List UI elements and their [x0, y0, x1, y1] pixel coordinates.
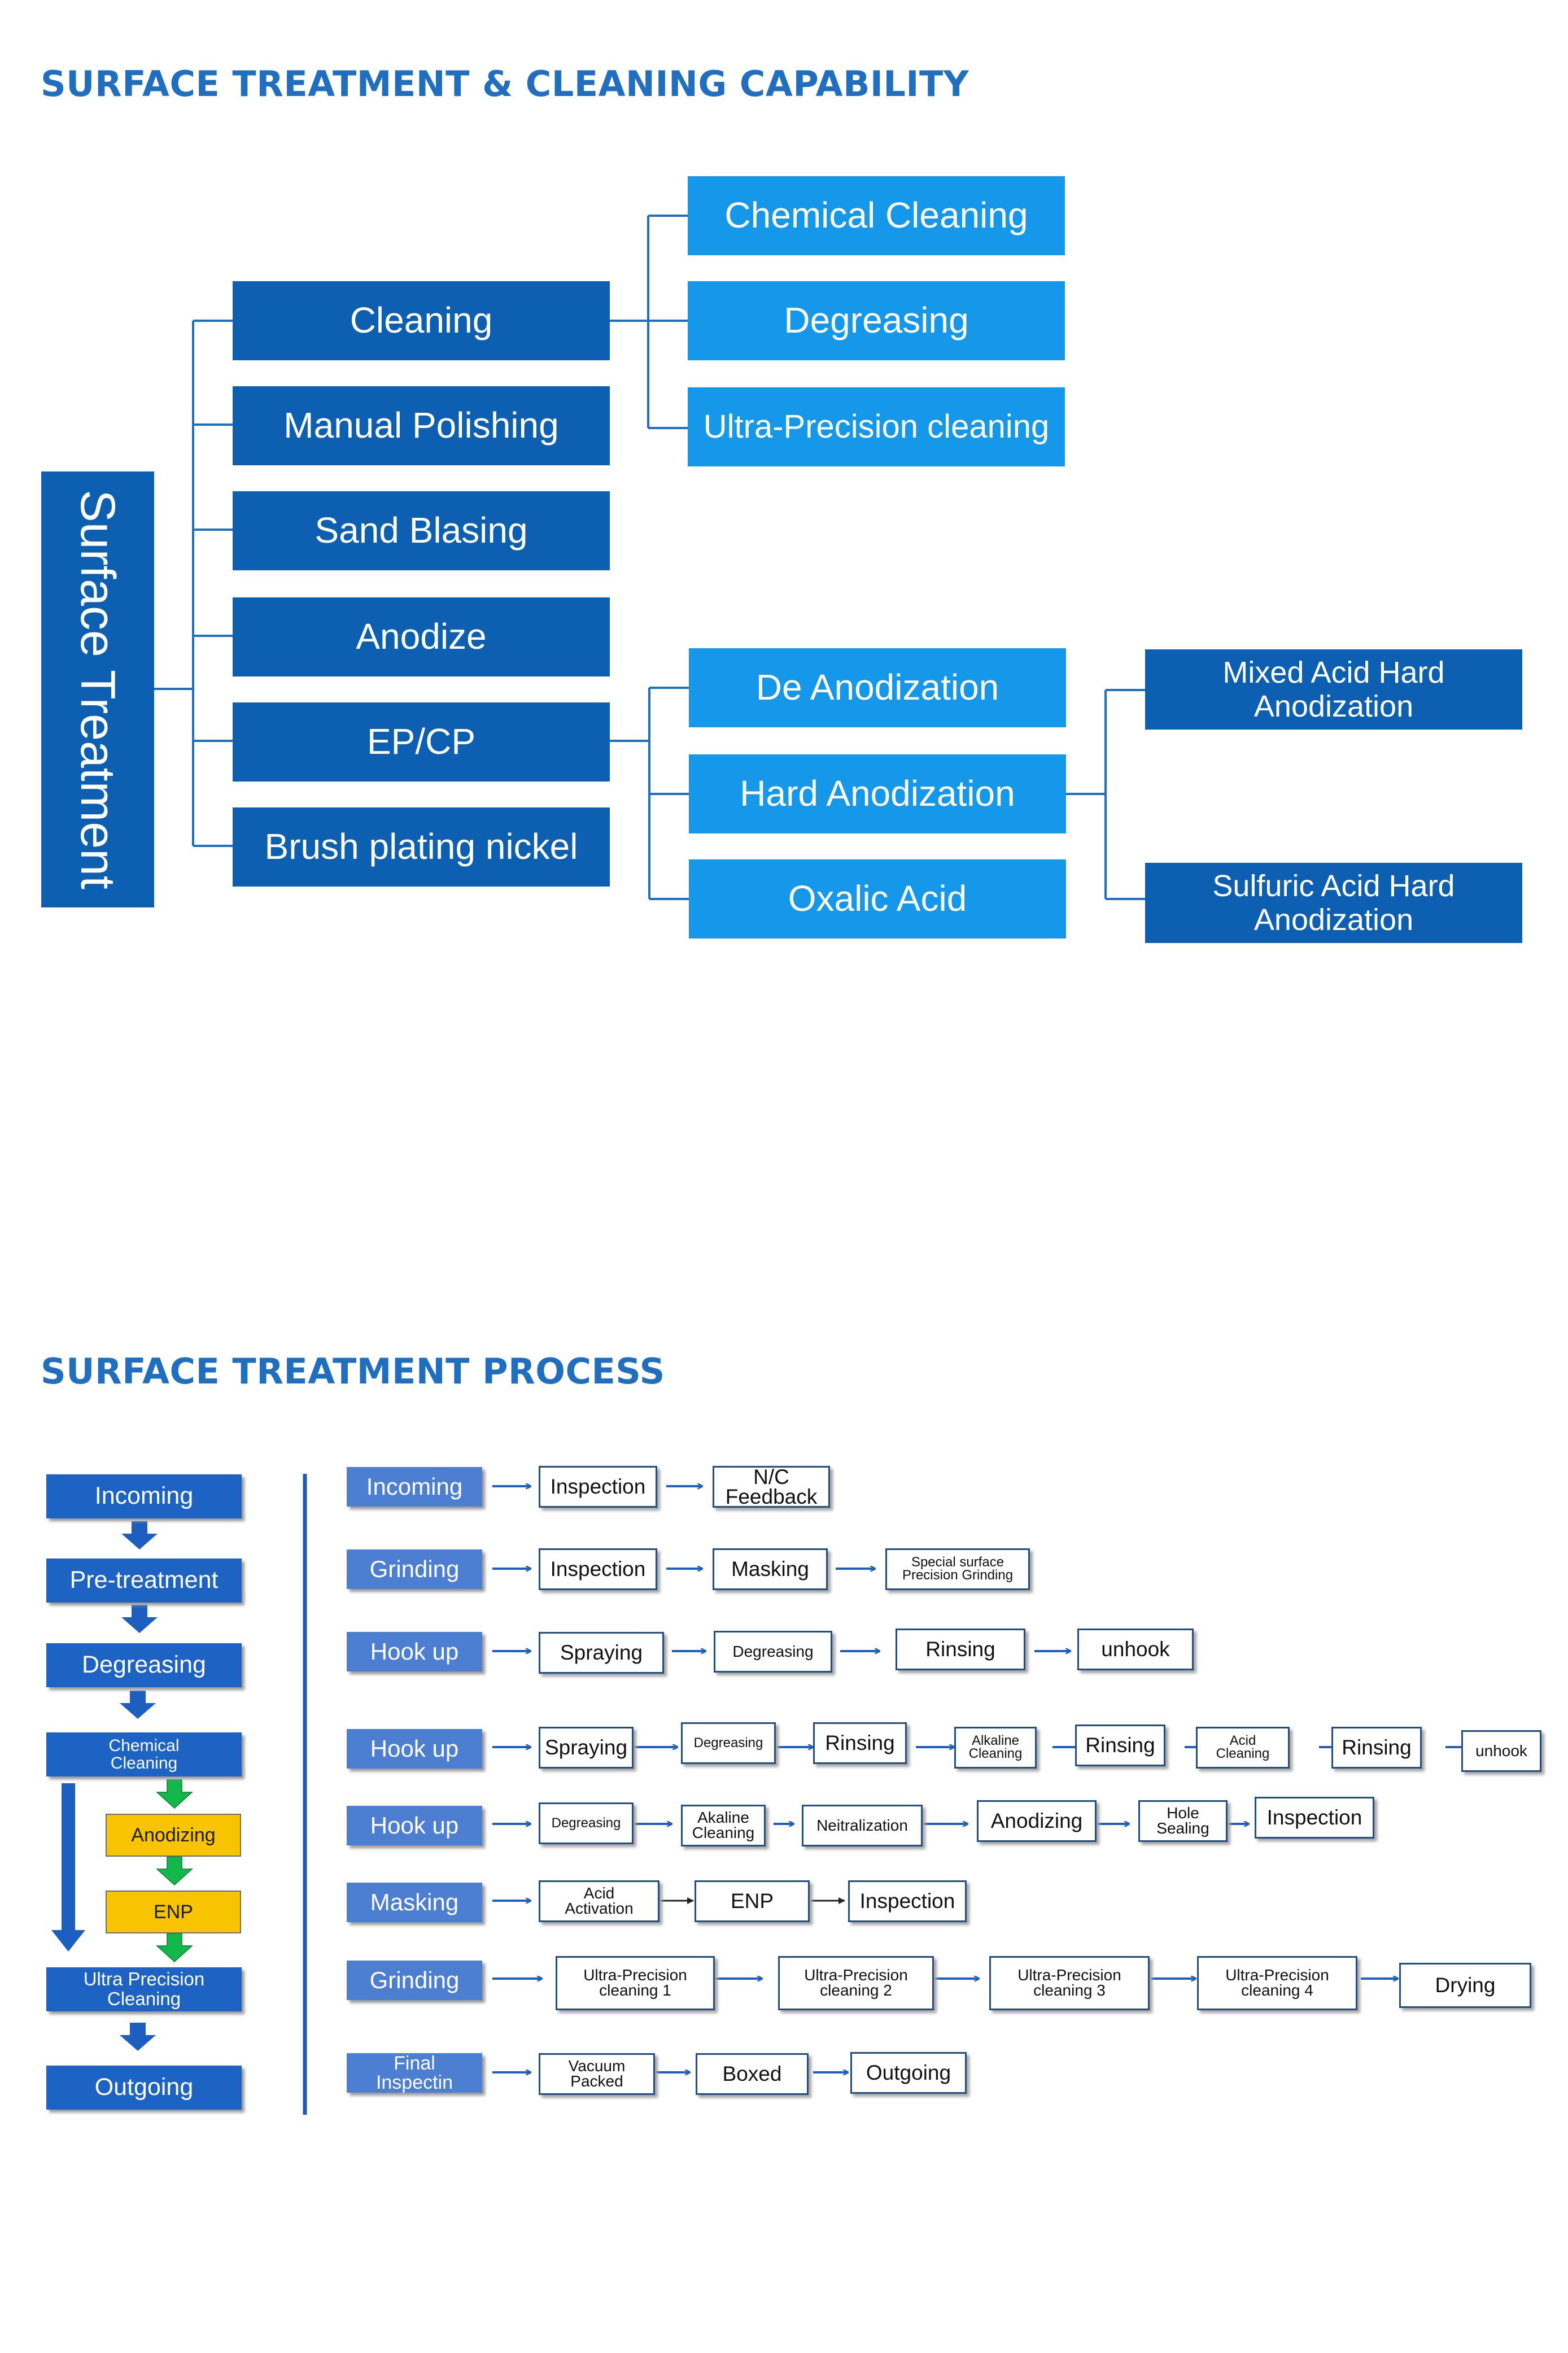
process-step-box: Inspection — [848, 1880, 967, 1922]
overview-step-ultra-precision-cleaning: Ultra Precision Cleaning — [46, 1967, 242, 2011]
process-step-box: Degreasing — [714, 1631, 832, 1673]
tree-node-oxalic-acid: Oxalic Acid — [689, 859, 1066, 938]
process-row-label: Hook up — [347, 1806, 482, 1845]
process-step-box: Rinsing — [1331, 1727, 1422, 1769]
overview-step-incoming: Incoming — [46, 1474, 242, 1518]
tree-node-chemical-cleaning: Chemical Cleaning — [688, 176, 1065, 255]
tree-node-ep-cp: EP/CP — [233, 702, 610, 782]
process-row-label: Final Inspectin — [347, 2053, 482, 2093]
process-step-box: Acid Activation — [539, 1880, 659, 1922]
process-step-box: Hole Sealing — [1138, 1800, 1228, 1842]
process-step-box: unhook — [1077, 1629, 1194, 1670]
process-step-box: Ultra-Precision cleaning 3 — [989, 1956, 1150, 2010]
process-step-box: Spraying — [539, 1632, 664, 1674]
tree-node-degreasing: Degreasing — [688, 281, 1065, 360]
tree-node-de-anodization: De Anodization — [689, 648, 1066, 727]
process-step-box: Akaline Cleaning — [681, 1805, 766, 1846]
capability-heading: SURFACE TREATMENT & CLEANING CAPABILITY — [41, 63, 969, 104]
process-step-box: unhook — [1461, 1730, 1541, 1772]
process-row-label: Masking — [347, 1883, 482, 1922]
process-step-box: Outgoing — [850, 2052, 967, 2094]
process-step-box: Masking — [713, 1548, 828, 1590]
process-step-box: Special surface Precision Grinding — [885, 1548, 1030, 1590]
process-step-box: Inspection — [1255, 1797, 1374, 1839]
overview-step-chemical-cleaning: Chemical Cleaning — [46, 1732, 242, 1776]
tree-node-sand-blasing: Sand Blasing — [233, 491, 610, 570]
process-step-box: Spraying — [539, 1727, 634, 1769]
process-step-box: Alkaline Cleaning — [954, 1727, 1037, 1769]
process-step-box: Ultra-Precision cleaning 4 — [1197, 1956, 1357, 2010]
process-step-box: Inspection — [539, 1548, 657, 1590]
process-step-box: Inspection — [539, 1466, 657, 1508]
process-step-box: Ultra-Precision cleaning 1 — [556, 1956, 715, 2010]
tree-node-hard-anodization: Hard Anodization — [689, 754, 1066, 833]
process-step-box: Rinsing — [813, 1722, 907, 1764]
process-step-box: Rinsing — [1075, 1725, 1165, 1766]
tree-node-sulfuric-acid-hard-anodization: Sulfuric Acid Hard Anodization — [1145, 863, 1522, 943]
overview-step-degreasing: Degreasing — [46, 1643, 242, 1687]
tree-node-cleaning: Cleaning — [233, 281, 610, 360]
process-row-label: Hook up — [347, 1632, 482, 1671]
overview-sub-enp: ENP — [106, 1891, 241, 1933]
process-heading: SURFACE TREATMENT PROCESS — [41, 1351, 665, 1392]
tree-node-ultra-precision-cleaning: Ultra-Precision cleaning — [688, 387, 1065, 466]
process-step-box: Degreasing — [539, 1802, 634, 1844]
overview-step-outgoing: Outgoing — [46, 2066, 242, 2110]
process-row-label: Grinding — [347, 1549, 482, 1589]
process-step-box: Vacuum Packed — [539, 2053, 655, 2095]
process-step-box: Degreasing — [681, 1722, 776, 1764]
process-step-box: Ultra-Precision cleaning 2 — [778, 1956, 934, 2010]
process-step-box: Neitralization — [802, 1805, 923, 1846]
tree-node-anodize: Anodize — [233, 597, 610, 676]
process-step-box: Anodizing — [977, 1800, 1097, 1842]
process-step-box: Boxed — [696, 2053, 809, 2095]
process-step-box: Drying — [1399, 1963, 1531, 2008]
tree-node-manual-polishing: Manual Polishing — [233, 386, 610, 465]
process-row-label: Hook up — [347, 1729, 482, 1769]
process-step-box: N/C Feedback — [713, 1466, 830, 1508]
tree-node-mixed-acid-hard-anodization: Mixed Acid Hard Anodization — [1145, 649, 1522, 730]
tree-connectors — [152, 215, 1145, 900]
overview-step-pre-treatment: Pre-treatment — [46, 1559, 242, 1603]
process-row-label: Grinding — [347, 1961, 482, 2000]
overview-sub-anodizing: Anodizing — [106, 1814, 241, 1857]
tree-root-surface-treatment: Surface Treatment — [41, 472, 154, 907]
process-step-box: ENP — [695, 1880, 810, 1922]
process-row-label: Incoming — [347, 1467, 482, 1507]
tree-node-brush-plating-nickel: Brush plating nickel — [233, 807, 610, 887]
process-step-box: Rinsing — [896, 1629, 1025, 1670]
process-step-box: Acid Cleaning — [1196, 1727, 1290, 1769]
